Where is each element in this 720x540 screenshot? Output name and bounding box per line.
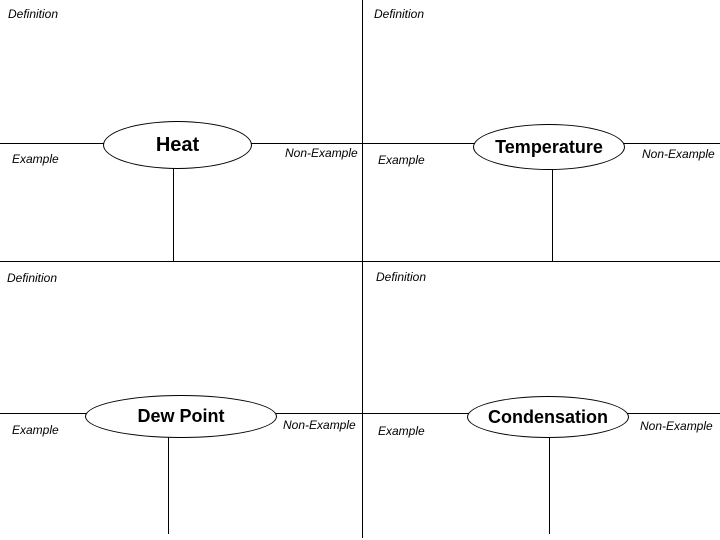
vertical-divider-line (362, 0, 363, 538)
definition-label: Definition (376, 270, 427, 284)
definition-label: Definition (7, 271, 58, 285)
term-ellipse: Temperature (473, 124, 625, 170)
non-example-label: Non-Example (642, 147, 715, 161)
definition-label: Definition (374, 7, 425, 21)
term-text: Dew Point (137, 406, 225, 426)
top-axis-line (0, 143, 720, 144)
term-text: Temperature (495, 136, 603, 157)
non-example-label: Non-Example (283, 418, 356, 432)
example-label: Example (12, 152, 59, 166)
dew-point-stem-line (168, 437, 169, 534)
example-label: Example (378, 424, 425, 438)
heat-stem-line (173, 168, 174, 261)
condensation-stem-line (549, 436, 550, 534)
horizontal-divider-line (0, 261, 720, 262)
definition-label: Definition (8, 7, 59, 21)
term-text: Condensation (488, 406, 608, 427)
non-example-label: Non-Example (640, 419, 713, 433)
bottom-axis-line (0, 413, 720, 414)
temperature-stem-line (552, 169, 553, 261)
term-text: Heat (155, 133, 200, 156)
non-example-label: Non-Example (285, 146, 358, 160)
term-ellipse: Condensation (467, 396, 629, 438)
example-label: Example (12, 423, 59, 437)
term-ellipse: Dew Point (85, 395, 277, 438)
term-ellipse: Heat (103, 121, 252, 169)
example-label: Example (378, 153, 425, 167)
